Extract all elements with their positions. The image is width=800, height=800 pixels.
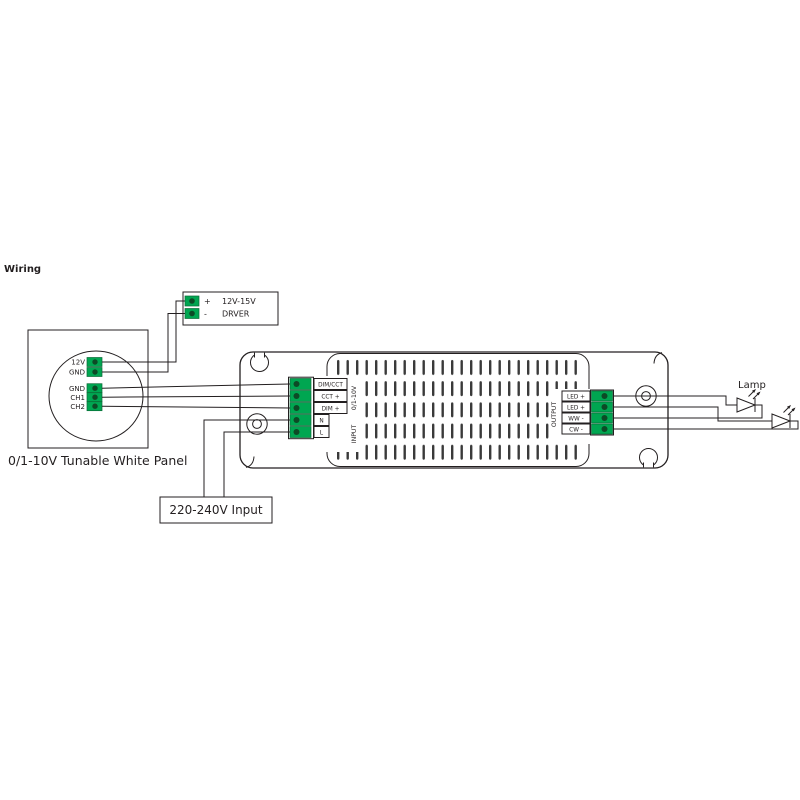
terminal-hole [92,359,98,365]
led-driver: DIM/CCT CCT + DIM + N L 0/1-10V INPUT OU… [239,351,669,469]
terminal-hole [92,403,98,409]
terminal-label: GND [69,385,85,393]
input-side-label: INPUT [351,425,358,444]
mounting-slot-top-left [250,352,269,372]
power-input: 220-240V Input [159,496,273,524]
aux-driver-terminal: + 12V-15V - DRVER [182,291,279,326]
input-terminal-label: N [319,418,323,424]
page-title: Wiring [4,264,41,275]
panel-circle [48,350,144,442]
input-terminal-label: CCT + [321,394,339,400]
driver-body [239,351,669,469]
wire-panel-ch1-to-input [101,395,291,398]
vent-grid [333,357,581,463]
panel-caption: 0/1-10V Tunable White Panel [8,453,187,468]
output-side-label: OUTPUT [551,402,558,427]
output-terminal-block-outline [590,389,614,436]
wire-panel-12v-to-driver [102,300,185,363]
lamp: Lamp [736,380,796,429]
mounting-slot-bottom-right [639,448,658,468]
polarity-plus: + [204,297,211,306]
output-terminal-area: OUTPUT LED + LED + WW - CW - [549,389,614,444]
lamp-label: Lamp [738,380,766,391]
input-terminal-label: DIM/CCT [318,382,343,388]
power-input-outline [159,496,273,524]
panel-outline [27,329,149,449]
terminal-hole [189,310,195,317]
input-terminal-area: DIM/CCT CCT + DIM + N L 0/1-10V INPUT [288,376,365,452]
input-label-box [313,402,348,414]
wire-cw-minus [613,420,799,430]
input-terminal-block [289,378,312,438]
terminal-label: CH2 [70,403,85,411]
input-label-box [313,426,330,438]
input-signal-label: 0/1-10V [351,385,358,410]
aux-driver-outline [182,291,279,326]
terminal-hole [92,369,98,375]
output-terminal-label: WW - [568,416,583,422]
output-terminal-label: CW - [569,427,583,433]
terminal-hole [189,298,195,304]
input-label-box [313,390,348,402]
power-input-label: 220-240V Input [169,503,263,517]
terminal-label: 12V [71,359,85,367]
wire-ledplus-2 [613,406,772,422]
wire-ww-minus [613,404,763,419]
panel-terminals-top: 12V GND [69,357,103,377]
aux-driver-name-label: DRVER [222,310,250,319]
wire-mains-n [203,419,290,497]
case-curl-bottom-left [245,456,255,468]
polarity-minus: - [204,310,207,319]
terminal-label: GND [69,369,85,377]
input-terminal-label: DIM + [322,406,340,412]
output-terminal-label: LED + [567,394,585,400]
tunable-white-panel: 12V GND GND CH1 CH2 0/1-10V Tunable Whit… [8,329,187,468]
led-symbol [736,389,761,413]
panel-terminals-bottom: GND CH1 CH2 [69,383,103,412]
screw-hole-left [246,413,268,435]
led-triangle [771,413,792,429]
aux-driver-voltage-label: 12V-15V [222,297,256,306]
wire-mains-l [223,431,290,497]
output-label-panel [549,389,591,444]
input-terminal-label: L [320,430,324,436]
led-triangle [736,397,757,413]
wire-panel-ch2-to-input [101,405,291,409]
led-symbol [771,405,796,429]
output-terminal-block [591,390,613,435]
input-label-box [313,378,348,390]
wire-panel-gnd-to-driver [102,313,185,373]
terminal-label: CH1 [70,394,85,402]
output-terminal-label: LED + [567,405,585,411]
wire-ledplus-1 [613,395,737,406]
led-emission-arrows [748,389,761,400]
input-label-box [313,414,330,426]
wires [101,300,799,497]
terminal-hole [92,394,98,400]
wire-panel-gnd-to-input [101,383,291,389]
led-emission-arrows [783,405,796,416]
case-curl-top-right [653,352,663,364]
terminal-hole [92,385,98,391]
